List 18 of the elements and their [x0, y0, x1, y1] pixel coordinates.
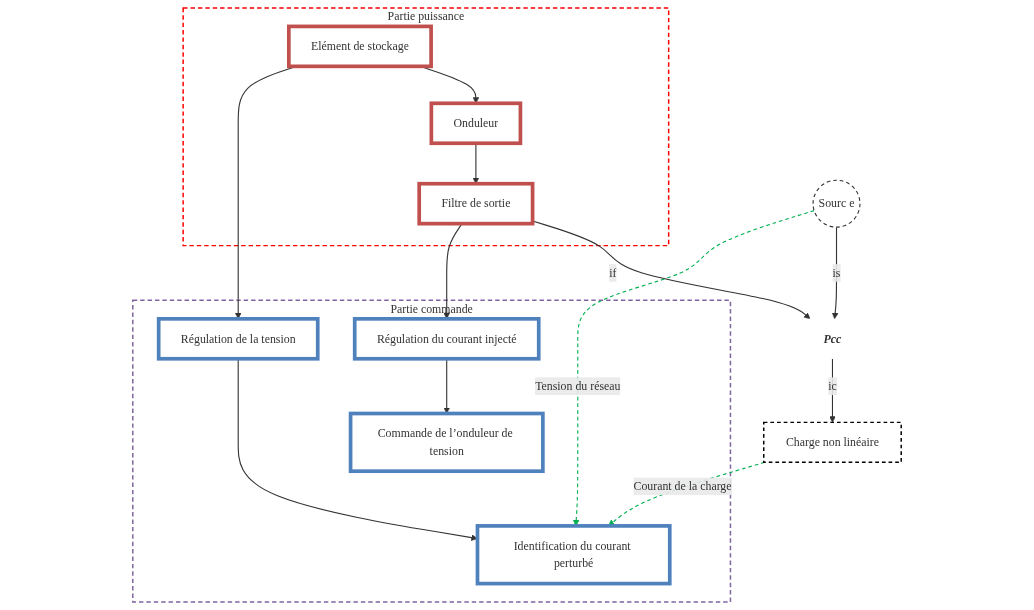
node-circle: Sourc e	[812, 179, 861, 228]
arrow	[831, 226, 839, 320]
node-box: Filtre de sortie	[417, 181, 535, 226]
edge-label: is	[832, 266, 841, 279]
node-box: Charge non linéaire	[763, 421, 902, 464]
node-box: Régulation du courant injecté	[352, 317, 541, 361]
node-box: Commande de l’onduleur de tension	[348, 411, 545, 474]
node-box: Onduleur	[429, 101, 523, 146]
edge-label: Courant de la charge	[633, 479, 732, 493]
edge-label: ic	[828, 379, 837, 393]
node-box: Elément de stockage	[286, 24, 433, 69]
node-text: Pcc	[823, 332, 842, 345]
arrow	[443, 358, 450, 414]
edge-label: if	[609, 266, 617, 279]
node-box: Identification du courant perturbé	[475, 524, 672, 586]
node-box: Régulation de la tension	[156, 317, 320, 361]
arrow	[829, 358, 836, 423]
edge-label: Tension du réseau	[535, 379, 621, 393]
